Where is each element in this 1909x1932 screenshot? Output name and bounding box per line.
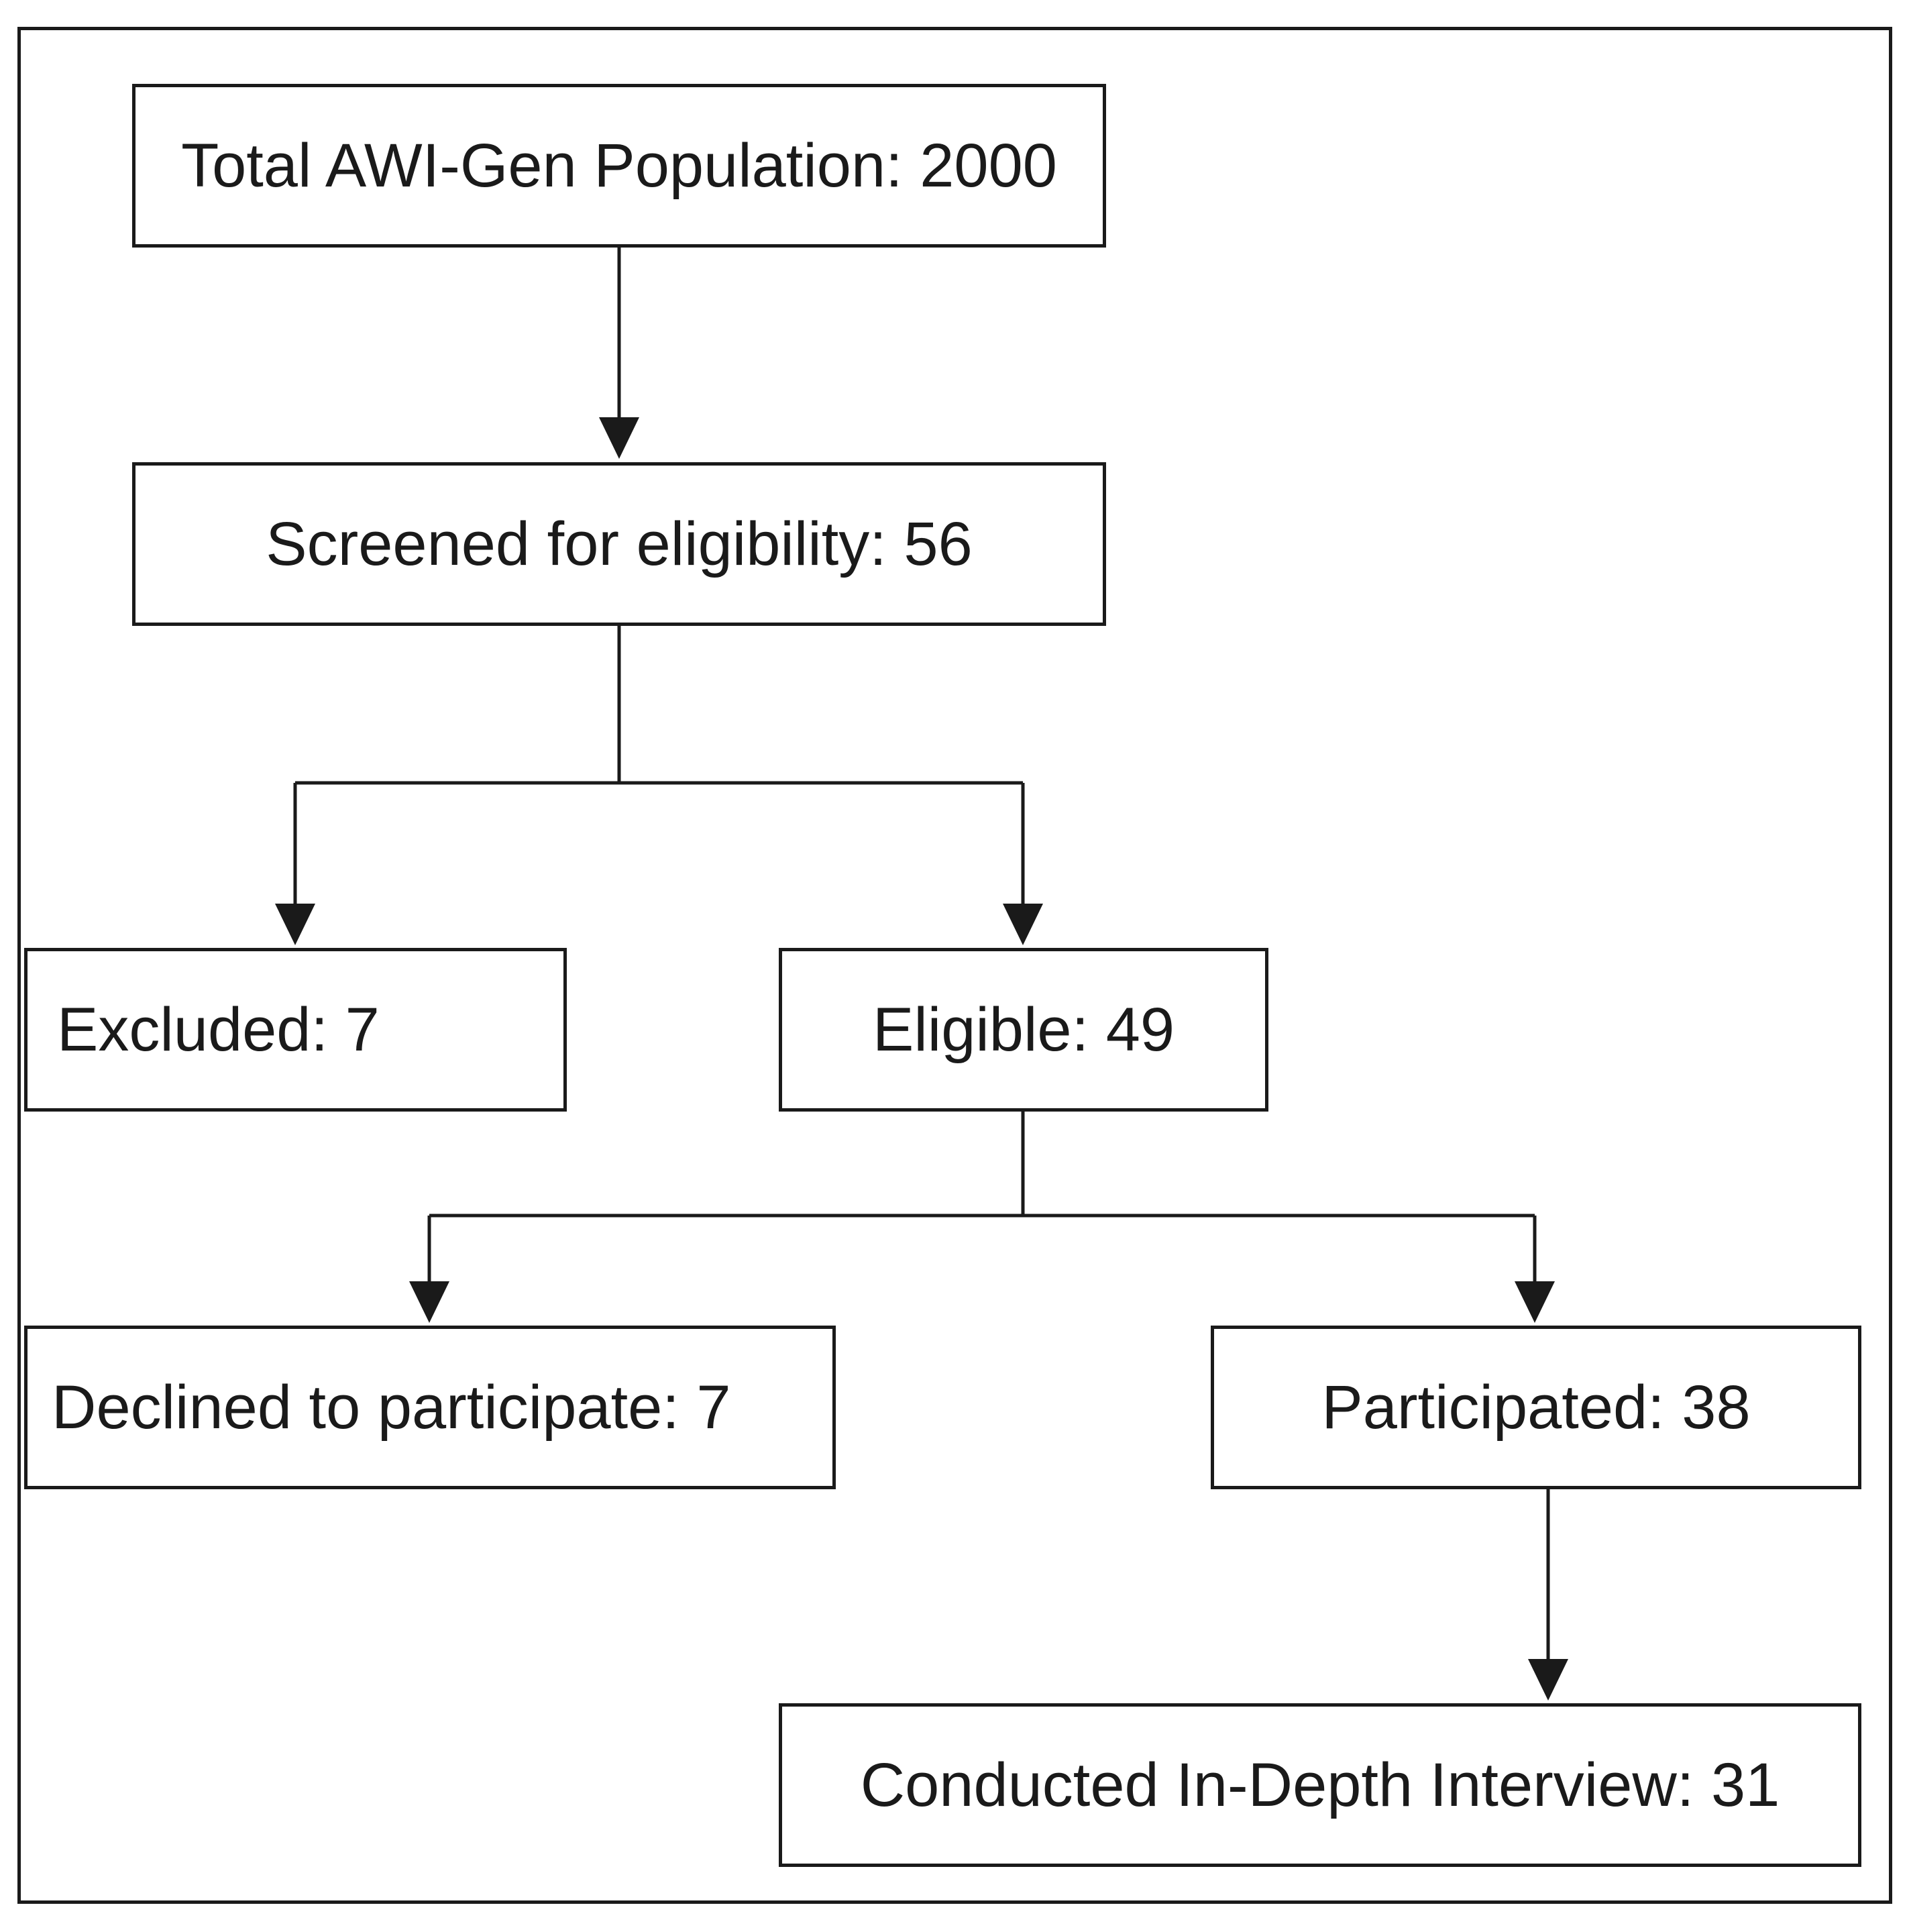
node-interview-label: Conducted In-Depth Interview: 31 — [860, 1750, 1780, 1819]
edge-eligible-split — [427, 1112, 1537, 1293]
node-participated-label: Participated: 38 — [1321, 1373, 1751, 1442]
node-total-population: Total AWI-Gen Population: 2000 — [132, 84, 1106, 248]
node-screened-label: Screened for eligibility: 56 — [266, 509, 973, 578]
arrowhead-eligible — [1003, 904, 1043, 945]
node-participated: Participated: 38 — [1211, 1326, 1861, 1489]
node-interview: Conducted In-Depth Interview: 31 — [779, 1703, 1861, 1867]
edge-screened-split — [293, 626, 1025, 916]
node-declined: Declined to participate: 7 — [24, 1326, 836, 1489]
arrowhead-excluded — [275, 904, 315, 945]
arrowhead-participated — [1515, 1281, 1555, 1323]
diagram-frame — [17, 27, 1892, 1904]
node-excluded: Excluded: 7 — [24, 948, 567, 1112]
arrowhead-declined — [409, 1281, 449, 1323]
arrowhead-interview — [1528, 1659, 1568, 1701]
node-excluded-label: Excluded: 7 — [57, 995, 380, 1064]
node-declined-label: Declined to participate: 7 — [52, 1373, 731, 1442]
node-screened: Screened for eligibility: 56 — [132, 462, 1106, 626]
node-total-population-label: Total AWI-Gen Population: 2000 — [181, 131, 1057, 200]
arrowhead-screened — [599, 417, 639, 459]
node-eligible-label: Eligible: 49 — [872, 995, 1175, 1064]
node-eligible: Eligible: 49 — [779, 948, 1268, 1112]
